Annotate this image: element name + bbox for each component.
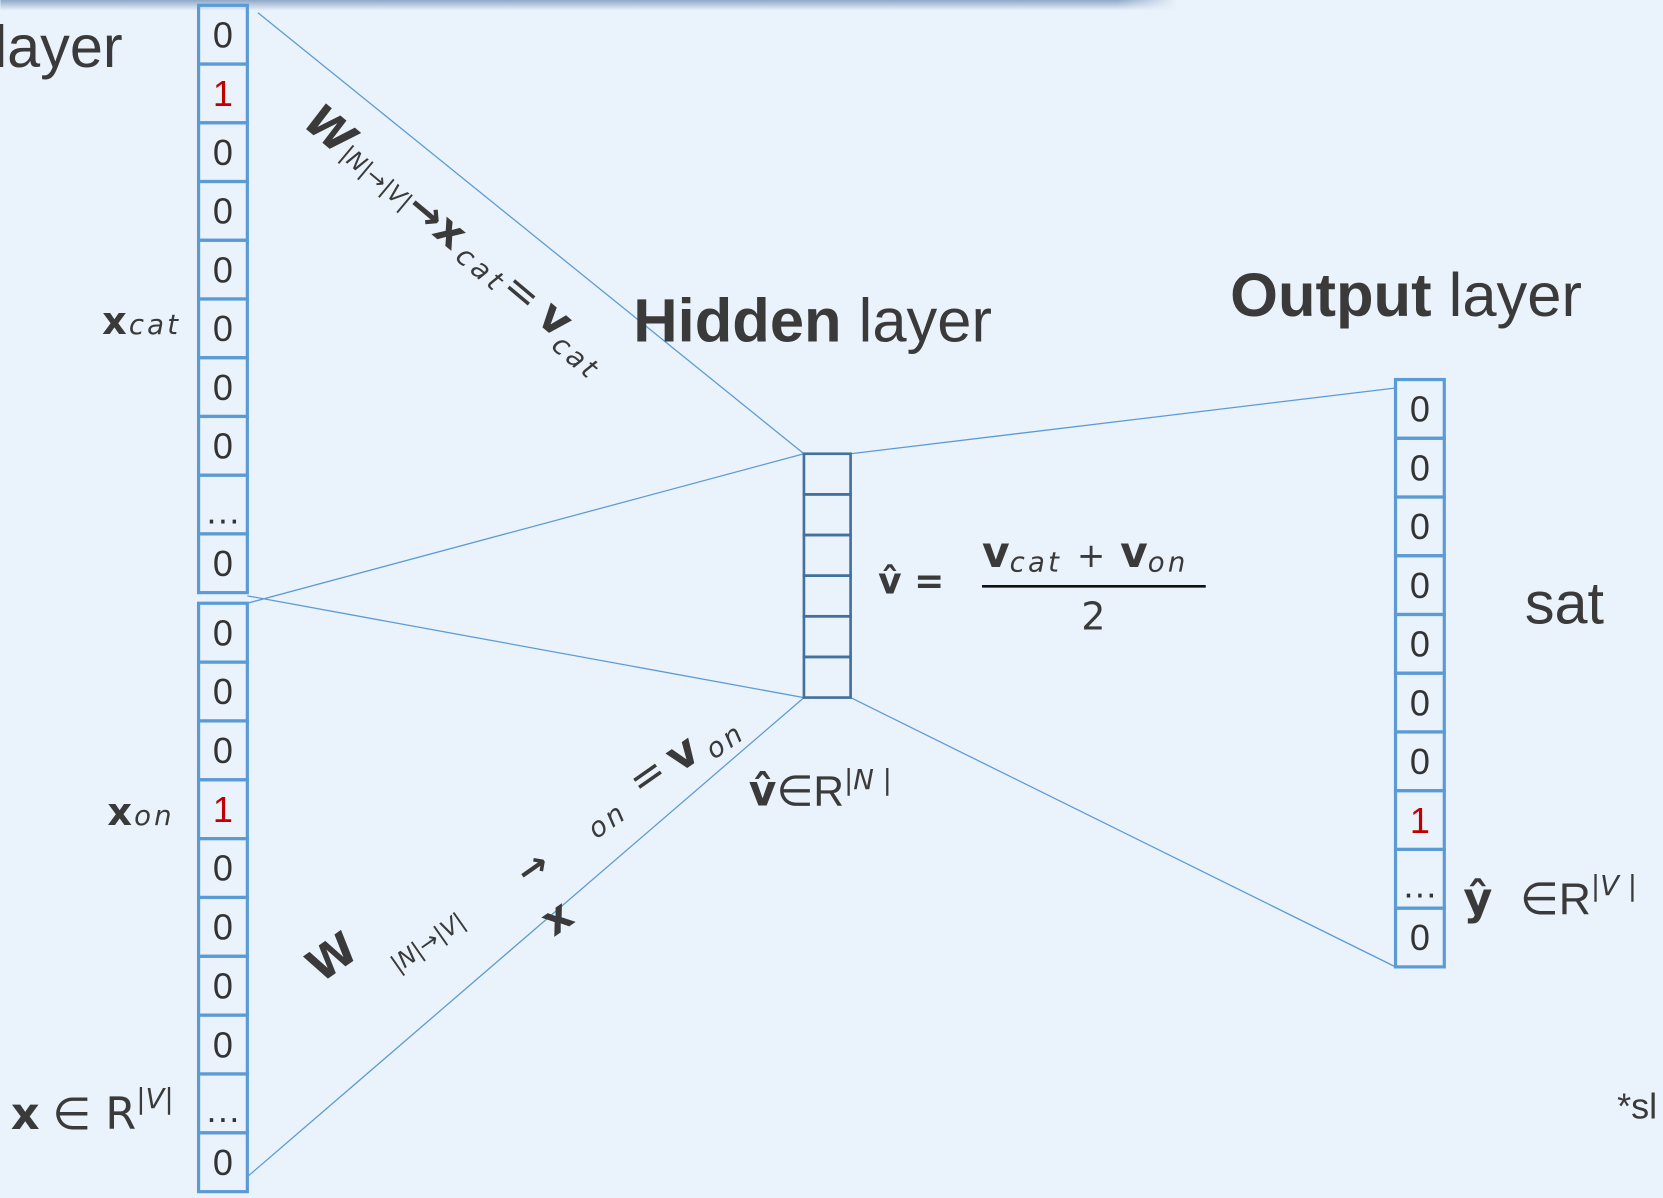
- svg-text:on: on: [699, 716, 751, 766]
- cell-value: 0: [213, 1024, 233, 1065]
- connection-line: [850, 697, 1396, 968]
- cell-value: 0: [213, 1142, 233, 1183]
- top-bar-shadow: [0, 0, 1178, 11]
- hidden-cell: [802, 533, 852, 577]
- cell-value: 0: [1410, 389, 1430, 430]
- cell-value: 0: [213, 730, 233, 771]
- hidden-cell: [802, 614, 852, 659]
- input-layer-heading: layer: [0, 13, 123, 80]
- connection-line: [246, 697, 805, 1178]
- vector-cell: [1393, 906, 1446, 969]
- svg-text:x: x: [531, 890, 582, 946]
- connection-line: [247, 453, 805, 604]
- cell-value: 0: [213, 132, 233, 173]
- cell-value: 0: [213, 671, 233, 712]
- x-on-vector: 0 0 0 1 0 0 0 0 … 0: [196, 601, 249, 1194]
- cell-value: 0: [213, 308, 233, 349]
- input-space-label: x∈ R|V|: [11, 1083, 174, 1140]
- x-cat-vector: 0 1 0 0 0 0 0 0 … 0: [196, 3, 249, 595]
- cell-value: 0: [213, 965, 233, 1006]
- vector-cell: [196, 1131, 249, 1194]
- cell-value: 0: [1410, 447, 1430, 488]
- connection-line: [257, 12, 805, 455]
- formula-denominator: 2: [1081, 595, 1105, 639]
- cell-value: 0: [1410, 682, 1430, 723]
- cell-value: 0: [213, 426, 233, 467]
- cell-value: 0: [213, 907, 233, 948]
- hidden-vector: [802, 452, 852, 699]
- cell-value: …: [1402, 865, 1438, 906]
- svg-text:W: W: [298, 923, 367, 993]
- output-rest: layer: [1432, 261, 1582, 330]
- cell-value: 0: [213, 14, 233, 55]
- weight-label-on: W |N|→|V| → x on = v on: [298, 716, 752, 993]
- cell-value: 0: [213, 249, 233, 290]
- x-cat-label: xcat: [102, 299, 181, 343]
- connection-line: [247, 595, 805, 699]
- cell-value: …: [205, 1089, 241, 1130]
- cell-value: …: [205, 490, 241, 531]
- hidden-cell: [802, 493, 852, 537]
- output-vector: 0 0 0 0 0 0 0 1 … 0: [1393, 377, 1446, 969]
- cell-value: 0: [213, 612, 233, 653]
- hidden-cell: [802, 452, 852, 496]
- hidden-cell: [802, 655, 852, 699]
- vector-cell: [196, 532, 249, 595]
- cell-value: 1: [213, 73, 233, 114]
- formula-numerator: vcat+von: [982, 528, 1188, 578]
- hidden-cell: [802, 574, 852, 618]
- cell-value: 1: [213, 789, 233, 830]
- cell-value: 0: [1410, 506, 1430, 547]
- weight-label-cat: W|N|→|V|→xcat=vcat: [290, 94, 623, 386]
- hidden-space-label: v̂∈R|N |: [749, 764, 892, 816]
- hidden-rest: layer: [842, 286, 992, 355]
- svg-text:on: on: [582, 796, 634, 846]
- svg-text:|N|→|V|: |N|→|V|: [386, 908, 471, 978]
- cell-value: 0: [1410, 917, 1430, 958]
- cell-value: 0: [1410, 741, 1430, 782]
- cell-value: 0: [213, 543, 233, 584]
- cell-value: 0: [1410, 565, 1430, 606]
- footnote: *sl: [1617, 1085, 1657, 1126]
- cell-value: 0: [213, 848, 233, 889]
- output-layer-heading: Output layer: [1230, 261, 1582, 330]
- cell-value: 1: [1410, 800, 1430, 841]
- x-on-label: xon: [107, 790, 174, 834]
- output-space-label: ŷ∈R|V |: [1463, 870, 1637, 925]
- hidden-formula: v̂ = vcat+von 2: [878, 528, 1206, 639]
- svg-text:→: →: [509, 843, 557, 894]
- hidden-bold: Hidden: [633, 286, 841, 355]
- svg-text:W|N|→|V|→xcat=vcat: W|N|→|V|→xcat=vcat: [290, 94, 623, 386]
- cell-value: 0: [213, 367, 233, 408]
- hidden-layer-heading: Hidden layer: [633, 286, 992, 355]
- predicted-word: sat: [1525, 569, 1605, 636]
- formula-lhs: v̂ =: [878, 562, 944, 603]
- cell-value: 0: [213, 191, 233, 232]
- cell-value: 0: [1410, 624, 1430, 665]
- connections: [246, 12, 1396, 1178]
- output-bold: Output: [1230, 261, 1431, 330]
- connection-line: [850, 387, 1396, 455]
